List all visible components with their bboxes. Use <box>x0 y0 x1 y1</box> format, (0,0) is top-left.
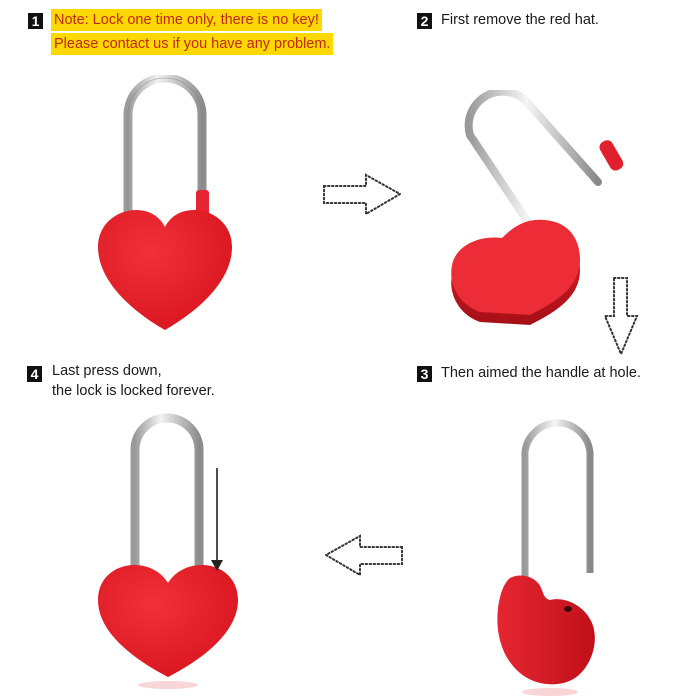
step-4-badge: 4 <box>27 366 42 382</box>
step-4-line-2: the lock is locked forever. <box>52 383 215 399</box>
lock-hat-removed-illustration <box>440 90 670 340</box>
heart-body <box>98 210 232 330</box>
step-1-badge: 1 <box>28 13 43 29</box>
dotted-arrow-right-icon <box>322 172 404 218</box>
locked-lock-illustration <box>90 405 250 695</box>
step-4-line-1: Last press down, <box>52 363 162 379</box>
press-down-arrow-icon <box>210 468 224 572</box>
step-1-note: Note: Lock one time only, there is no ke… <box>51 9 334 57</box>
step-2-text: First remove the red hat. <box>441 12 599 28</box>
dotted-arrow-down-icon <box>601 276 641 358</box>
note-line-1: Note: Lock one time only, there is no ke… <box>51 9 322 31</box>
step-2-badge: 2 <box>417 13 432 29</box>
note-line-2: Please contact us if you have any proble… <box>51 33 334 55</box>
dotted-arrow-left-icon <box>322 533 404 579</box>
step-4-text: Last press down, the lock is locked fore… <box>52 361 215 401</box>
lock-with-hat-illustration <box>90 75 240 350</box>
step-3-text: Then aimed the handle at hole. <box>441 365 641 381</box>
lock-aiming-illustration <box>480 408 620 700</box>
step-3-badge: 3 <box>417 366 432 382</box>
